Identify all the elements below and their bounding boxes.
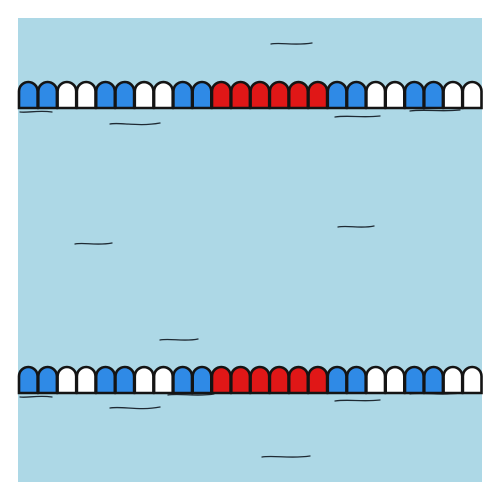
float-blue (37, 80, 59, 110)
float-blue (114, 80, 136, 110)
float-white (75, 80, 97, 110)
float-blue (326, 80, 348, 110)
float-blue (17, 80, 39, 110)
water-ripple (19, 395, 53, 398)
float-blue (403, 80, 425, 110)
float-red (249, 80, 271, 110)
float-blue (172, 80, 194, 110)
float-blue (114, 365, 136, 395)
float-blue (191, 365, 213, 395)
float-red (210, 80, 232, 110)
float-white (133, 80, 155, 110)
float-white (442, 80, 464, 110)
float-blue (403, 365, 425, 395)
float-white (56, 365, 78, 395)
float-white (384, 80, 406, 110)
water-ripple (159, 338, 199, 341)
float-red (268, 80, 290, 110)
float-blue (172, 365, 194, 395)
float-red (230, 80, 252, 110)
water-ripple (109, 406, 161, 410)
water-ripple (337, 225, 375, 228)
float-white (75, 365, 97, 395)
lane-rope-top (17, 80, 483, 110)
float-blue (37, 365, 59, 395)
float-white (461, 365, 483, 395)
water-ripple (334, 115, 381, 118)
float-blue (423, 365, 445, 395)
float-blue (345, 80, 367, 110)
water-ripple (261, 455, 311, 458)
water-ripple (167, 393, 215, 396)
water-ripple (334, 399, 381, 402)
float-red (307, 80, 329, 110)
float-red (307, 365, 329, 395)
float-white (365, 80, 387, 110)
float-blue (345, 365, 367, 395)
water-ripple (74, 242, 113, 245)
float-red (249, 365, 271, 395)
water-ripple (19, 110, 53, 113)
float-blue (423, 80, 445, 110)
float-red (210, 365, 232, 395)
float-blue (17, 365, 39, 395)
float-white (133, 365, 155, 395)
float-white (152, 80, 174, 110)
float-blue (94, 365, 117, 395)
float-blue (191, 80, 213, 110)
float-red (287, 365, 310, 395)
float-red (230, 365, 252, 395)
lane-rope-bottom (17, 365, 483, 395)
float-white (56, 80, 78, 110)
water-ripple (409, 109, 461, 112)
float-white (442, 365, 464, 395)
water-ripple (109, 122, 161, 126)
float-blue (326, 365, 348, 395)
float-white (152, 365, 174, 395)
water-ripple (270, 42, 313, 45)
float-white (461, 80, 483, 110)
float-red (268, 365, 290, 395)
water-ripples (19, 42, 461, 458)
float-white (365, 365, 387, 395)
float-blue (94, 80, 117, 110)
float-red (287, 80, 310, 110)
float-white (384, 365, 406, 395)
